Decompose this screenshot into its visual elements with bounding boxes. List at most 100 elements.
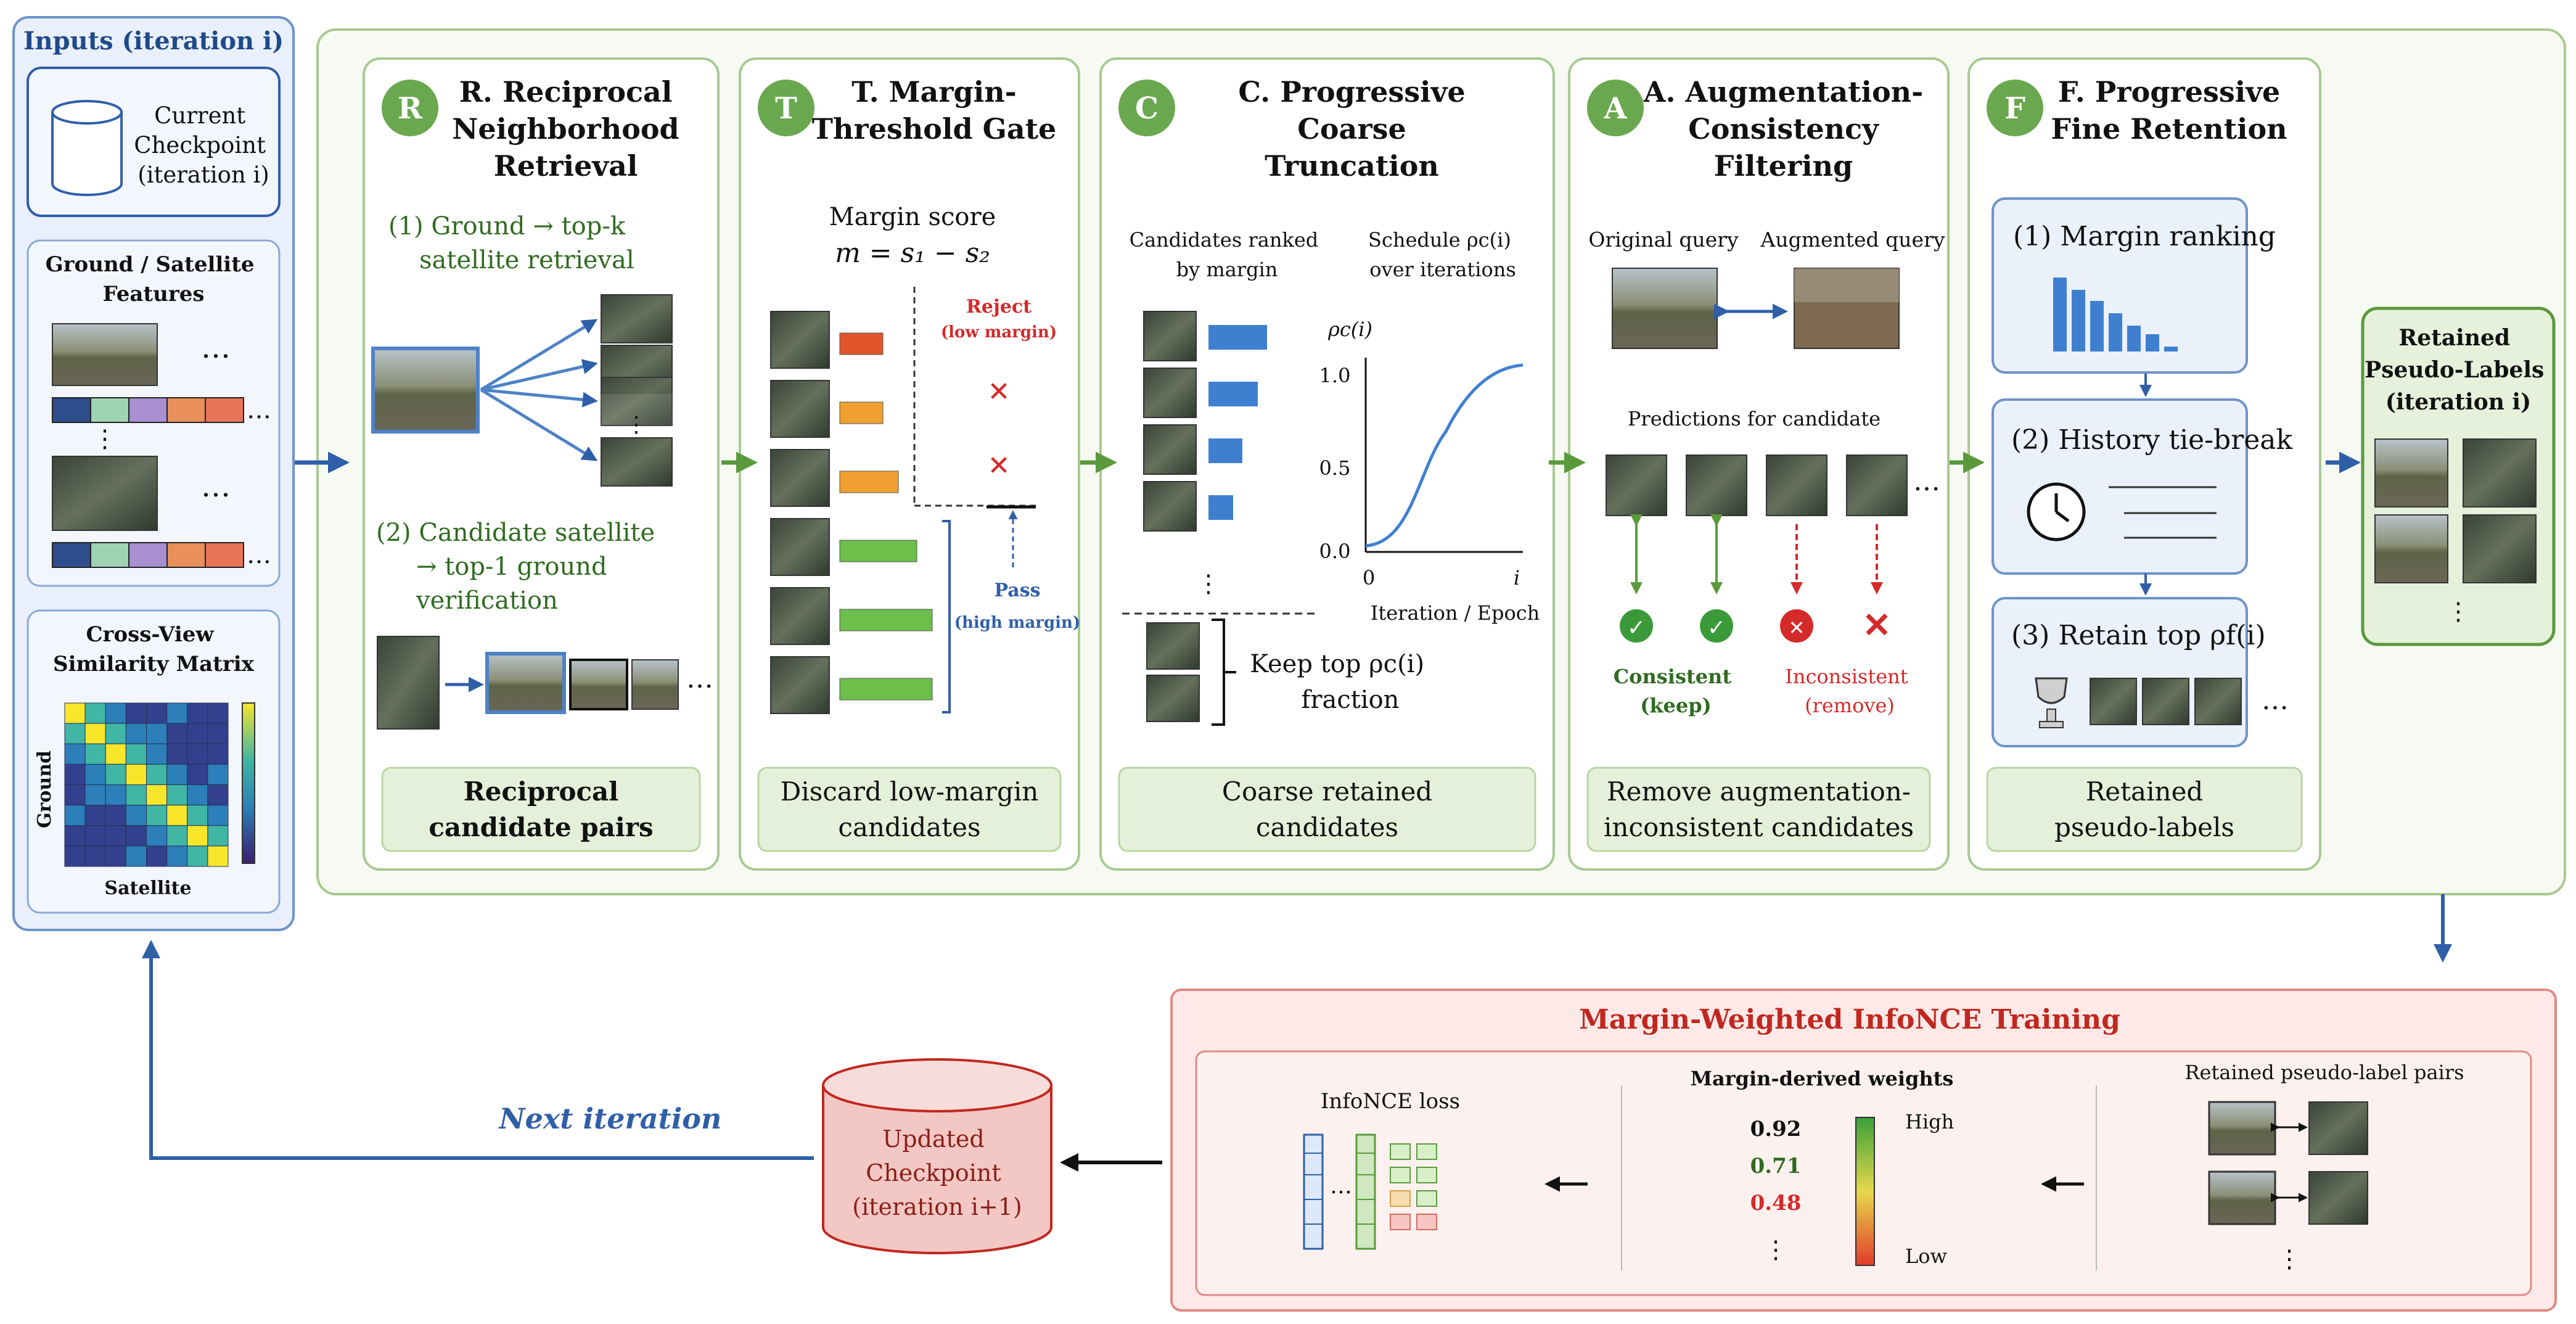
f-rank-bar — [2146, 334, 2159, 352]
f-rank-bar — [2072, 290, 2085, 352]
svg-text:…: … — [686, 663, 713, 694]
c-candidate-thumb — [1143, 424, 1197, 475]
stage-f-content: (1) Margin ranking (2) History tie-break… — [1991, 197, 2293, 747]
feature-vector-2: … — [52, 541, 271, 569]
similarity-matrix-title: Cross-View Similarity Matrix — [53, 622, 255, 676]
svg-text:…: … — [2262, 685, 2289, 716]
stage-title-line: Filtering — [1714, 149, 1853, 183]
matrix-xlabel: Satellite — [104, 878, 191, 899]
svg-text:…: … — [1330, 1174, 1352, 1199]
t-formula: m = s₁ − s₂ — [835, 237, 990, 269]
c-schedule-curve — [1365, 363, 1524, 548]
c-margin-bar — [1208, 382, 1258, 406]
c-candidate-thumb — [1143, 311, 1197, 361]
c-margin-bar — [1208, 495, 1233, 520]
a-inconsistent-label: Inconsistent (remove) — [1785, 665, 1914, 717]
arrow-next-iteration — [142, 940, 814, 1160]
t-candidate-thumb — [770, 380, 830, 438]
next-iteration-label: Next iteration — [498, 1102, 722, 1135]
matrix-ylabel: Ground — [34, 750, 55, 828]
stage-title-line: T. Margin- — [851, 75, 1016, 109]
svg-text:✓: ✓ — [1627, 615, 1646, 641]
reject-cross-icon: ✕ — [988, 450, 1011, 482]
stage-badge-letter: A — [1603, 91, 1627, 126]
c-ytick-0: 0.0 — [1319, 540, 1351, 563]
t-margin-bar — [839, 609, 933, 631]
stage-r-content: (1) Ground → top-k satellite retrieval ⋮… — [371, 212, 713, 730]
stage-footer-line: pseudo-labels — [2054, 812, 2234, 842]
stage-footer-line: Remove augmentation- — [1607, 776, 1911, 807]
t-reject-label: Reject — [966, 296, 1032, 318]
satellite-image-thumb — [52, 456, 158, 531]
stage-footer — [1586, 767, 1931, 852]
f-step3-label: (3) Retain top ρf(i) — [2011, 620, 2266, 651]
stage-badge — [1587, 80, 1644, 136]
r-step1-text: (1) Ground → top-k satellite retrieval — [388, 212, 634, 274]
f-rank-bar — [2109, 313, 2122, 352]
c-xtick-0: 0 — [1363, 566, 1375, 590]
updated-checkpoint-cylinder: Updated Checkpoint (iteration i+1) — [822, 1058, 1052, 1254]
retained-pseudo-labels-box: Retained Pseudo-Labels (iteration i) ⋮ — [2361, 306, 2556, 646]
stage-title-line: Coarse — [1297, 112, 1406, 146]
svg-text:⋮: ⋮ — [1763, 1236, 1788, 1264]
a-augmented-label: Augmented query — [1760, 228, 1945, 252]
stage-title-line: Threshold Gate — [812, 112, 1056, 146]
f-rank-bar — [2090, 301, 2104, 352]
f-rank-bar — [2127, 326, 2141, 352]
cross-circle-icon: ✕ — [1780, 609, 1813, 643]
stage-badge-letter: R — [398, 91, 423, 126]
t-margin-bar — [839, 678, 933, 701]
stage-title-line: F. Progressive — [2058, 75, 2281, 109]
f-rank-bar — [2053, 278, 2067, 352]
stage-badge-letter: T — [775, 91, 797, 126]
svg-text:⋮: ⋮ — [92, 425, 117, 453]
retained-title: Retained Pseudo-Labels (iteration i) — [2365, 325, 2552, 415]
stage-title-line: Consistency — [1688, 112, 1879, 146]
stage-badge-letter: C — [1135, 91, 1159, 126]
t-margin-bar — [839, 471, 899, 493]
svg-text:⋮: ⋮ — [2277, 1245, 2302, 1273]
training-title: Margin-Weighted InfoNCE Training — [1579, 1004, 2120, 1035]
weight-colorbar — [1855, 1117, 1875, 1266]
c-margin-bar — [1208, 325, 1267, 350]
r-step2-text: (2) Candidate satellite → top-1 ground v… — [376, 519, 663, 615]
stage-footer-line: inconsistent candidates — [1604, 812, 1914, 842]
weight-value-2: 0.71 — [1750, 1154, 1802, 1178]
stage-footer — [1986, 767, 2303, 852]
stage-badge — [382, 80, 438, 136]
r-retrieval-arrows — [480, 319, 598, 461]
check-icon: ✓ — [1700, 609, 1733, 643]
inputs-panel: Inputs (iteration i) Current Checkpoint … — [12, 16, 295, 931]
t-pass-label: Pass — [995, 580, 1041, 601]
stage-footer-line: Discard low-margin — [781, 776, 1039, 807]
a-predictions-label: Predictions for candidate — [1628, 407, 1881, 430]
ground-image-thumb — [52, 323, 158, 386]
similarity-colorbar — [242, 702, 255, 864]
f-rank-bar — [2164, 347, 2178, 352]
a-consistent-label: Consistent (keep) — [1614, 665, 1739, 717]
inputs-title: Inputs (iteration i) — [23, 27, 284, 56]
c-candidate-thumb — [1143, 481, 1197, 532]
t-reject-sub: (low margin) — [941, 323, 1057, 342]
cross-icon: ✕ — [1863, 605, 1892, 646]
training-loss-label: InfoNCE loss — [1321, 1089, 1460, 1114]
stage-badge — [1987, 80, 2043, 136]
stage-panel-a: A A. Augmentation-ConsistencyFilteringRem… — [1568, 57, 1950, 871]
svg-text:…: … — [247, 396, 271, 424]
stage-footer-line: candidate pairs — [429, 812, 653, 842]
stage-title-line: Retrieval — [494, 149, 638, 183]
trophy-icon — [2035, 677, 2068, 728]
t-candidate-rows — [770, 311, 933, 714]
stage-title-line: A. Augmentation- — [1643, 75, 1923, 109]
c-ytick-05: 0.5 — [1319, 456, 1351, 480]
t-candidate-thumb — [770, 656, 830, 714]
c-margin-bar — [1208, 438, 1242, 463]
stage-title-line: C. Progressive — [1238, 75, 1465, 109]
ellipsis: … — [201, 331, 231, 365]
c-ranked-label: Candidates ranked by margin — [1130, 228, 1325, 281]
f-step2-label: (2) History tie-break — [2011, 424, 2293, 456]
stage-badge-letter: F — [2004, 91, 2025, 126]
c-schedule-plot: ρc(i) 1.0 0.5 0.0 0 i Iteration / Epoch — [1319, 318, 1540, 625]
svg-text:✕: ✕ — [1789, 616, 1805, 639]
